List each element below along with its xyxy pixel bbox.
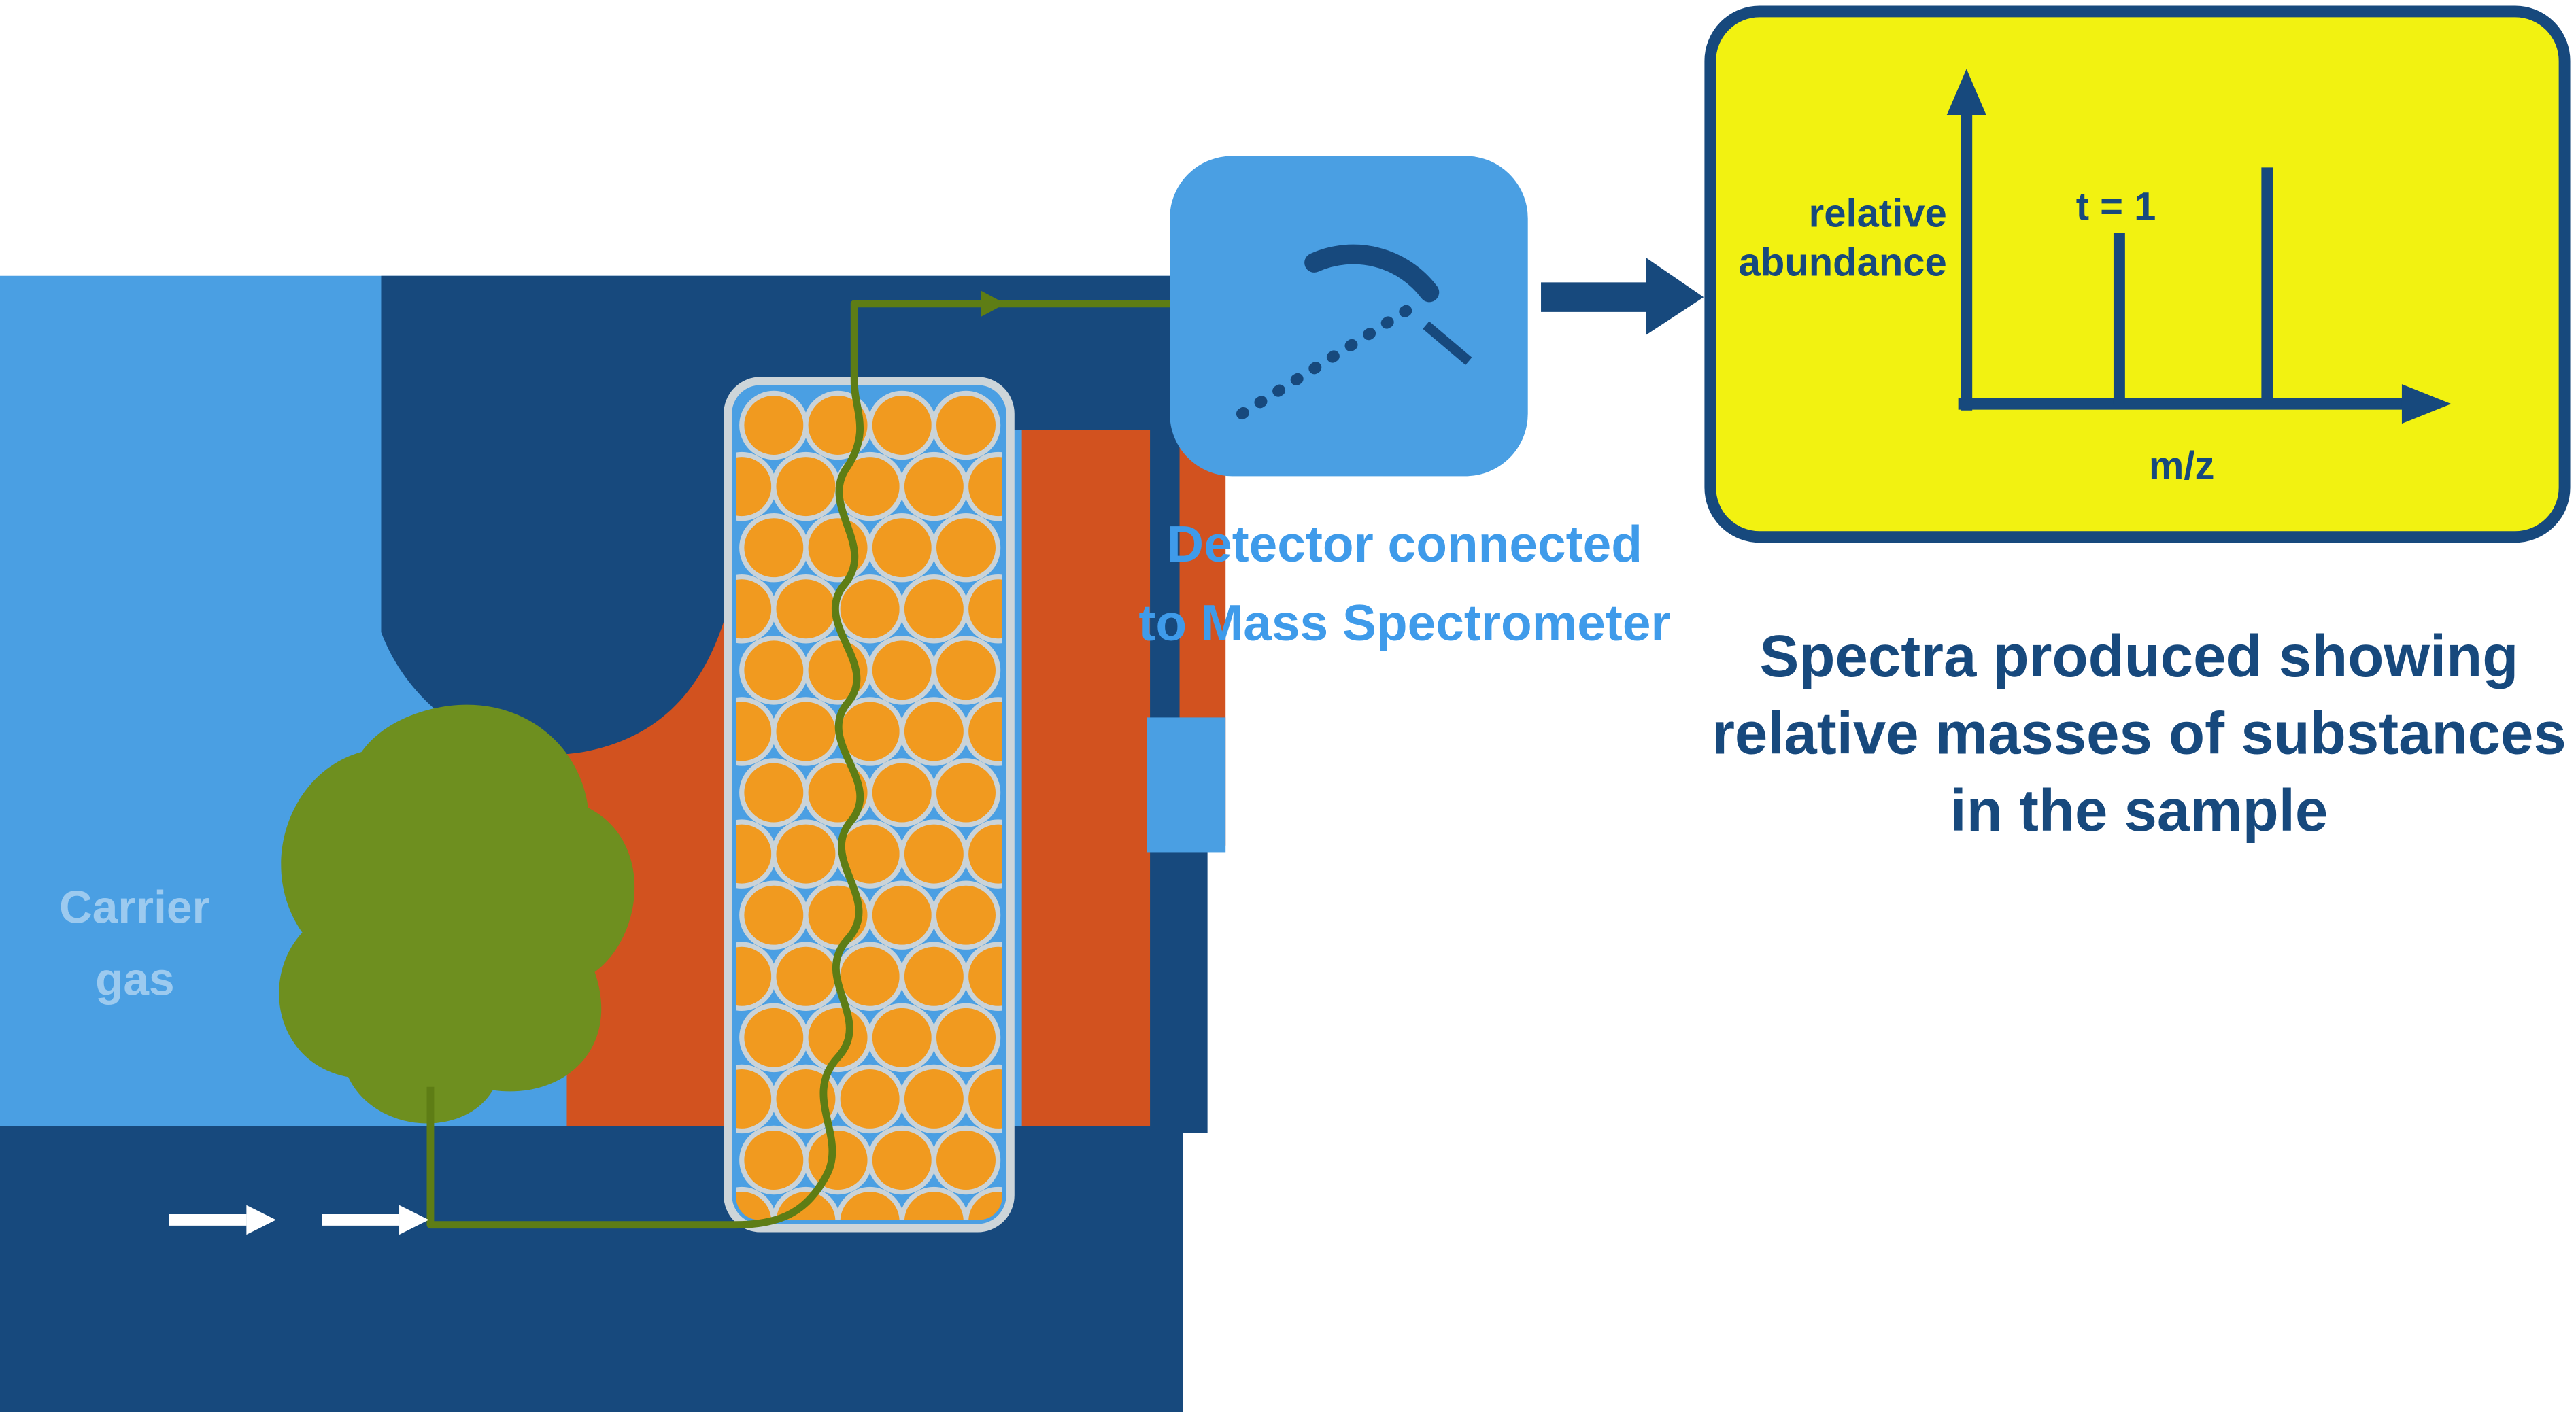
bead xyxy=(835,942,904,1011)
carrier-gas-label-line1: Carrier xyxy=(59,882,210,933)
x-axis-arrowhead xyxy=(2401,384,2452,424)
bead xyxy=(931,758,1001,827)
bead xyxy=(739,513,809,583)
bead xyxy=(867,636,937,705)
instrument-body xyxy=(381,275,1208,1133)
bead xyxy=(963,1064,1002,1134)
sample-path-arrowhead xyxy=(981,290,1006,317)
bead xyxy=(899,819,969,889)
bead xyxy=(736,1186,777,1220)
bead xyxy=(963,451,1002,521)
flow-arrows xyxy=(169,1205,429,1235)
bead xyxy=(739,390,809,460)
bead xyxy=(963,697,1002,766)
bead xyxy=(899,451,969,521)
bead xyxy=(963,1186,1002,1220)
bead xyxy=(899,574,969,644)
bead xyxy=(835,1186,904,1220)
bead xyxy=(771,697,841,766)
bead xyxy=(771,942,841,1011)
detector-label-line1: Detector connected xyxy=(1167,515,1642,572)
bead xyxy=(771,451,841,521)
bead xyxy=(931,513,1001,583)
gauge-arc xyxy=(1304,244,1440,303)
bead xyxy=(931,636,1001,705)
caption-line2: relative masses of substances xyxy=(1712,701,2566,767)
bead xyxy=(899,1064,969,1134)
bead xyxy=(803,513,872,583)
detector-label-line2: to Mass Spectrometer xyxy=(1138,594,1670,651)
bead xyxy=(963,942,1002,1011)
y-axis-label-line1: relative xyxy=(1809,192,1947,235)
y-axis-label-line2: abundance xyxy=(1739,241,1947,285)
x-axis-label: m/z xyxy=(2149,445,2215,488)
bead xyxy=(739,758,809,827)
bead xyxy=(803,636,872,705)
sample-path xyxy=(426,300,1173,1229)
bead xyxy=(899,942,969,1011)
bead xyxy=(771,1186,841,1220)
bead xyxy=(739,880,809,950)
flow-arrow-2-head xyxy=(399,1205,429,1235)
bead xyxy=(867,1003,937,1073)
bead xyxy=(739,1003,809,1073)
spectra-chart xyxy=(1946,69,2452,424)
bead xyxy=(739,636,809,705)
bead xyxy=(771,574,841,644)
flow-arrow-1-head xyxy=(246,1205,276,1235)
bead xyxy=(867,513,937,583)
oven-right-panel xyxy=(1021,430,1170,1130)
carrier-gas-label-line2: gas xyxy=(95,954,175,1005)
bead xyxy=(867,758,937,827)
bead xyxy=(867,390,937,460)
bead xyxy=(739,1125,809,1195)
to-spectra-arrow xyxy=(1541,258,1704,335)
caption-line1: Spectra produced showing xyxy=(1759,623,2518,689)
bead xyxy=(899,697,969,766)
bead xyxy=(803,1125,872,1195)
peak-annotation: t = 1 xyxy=(2076,186,2156,229)
y-axis-arrowhead xyxy=(1946,69,1986,116)
bead xyxy=(867,1125,937,1195)
bead xyxy=(771,819,841,889)
detector-connector xyxy=(1147,717,1226,853)
bead xyxy=(867,880,937,950)
bead xyxy=(899,1186,969,1220)
bead xyxy=(931,1125,1001,1195)
bead xyxy=(931,880,1001,950)
bead xyxy=(963,819,1002,889)
bead xyxy=(931,390,1001,460)
caption-line3: in the sample xyxy=(1950,778,2328,844)
gauge-tick xyxy=(1423,321,1472,365)
bead xyxy=(931,1003,1001,1073)
sample-blob xyxy=(279,704,635,1124)
bead xyxy=(835,1064,904,1134)
detector-box xyxy=(1170,156,1528,477)
gauge-icon xyxy=(1236,244,1472,420)
bead xyxy=(963,574,1002,644)
